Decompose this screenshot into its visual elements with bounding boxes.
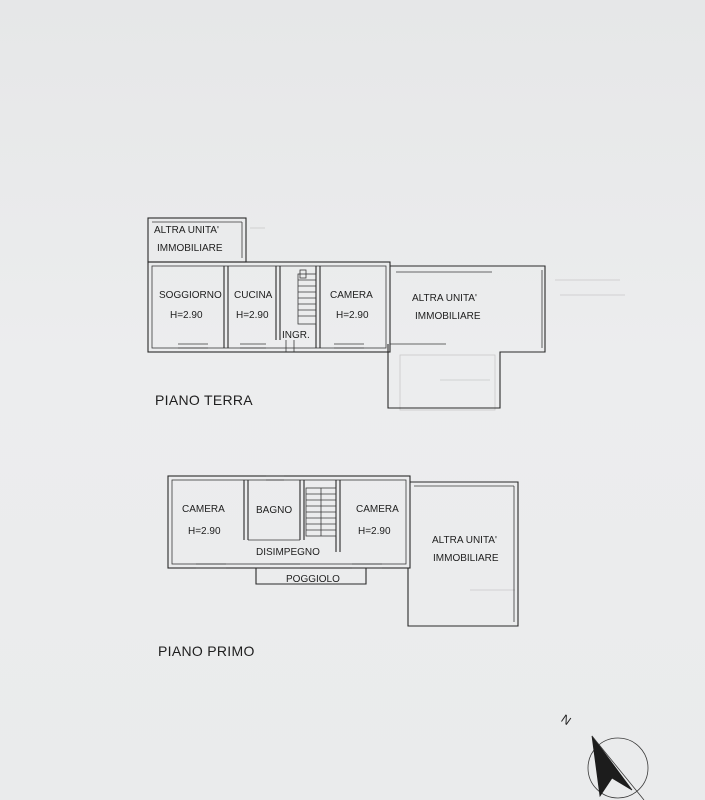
camera-height: H=2.90 [336,310,369,321]
ground-floor-staircase [297,269,317,325]
first-floor-building [167,475,411,585]
altra-unita-3-label-1: ALTRA UNITA' [432,535,497,546]
cucina-height: H=2.90 [236,310,269,321]
north-arrow-icon [591,735,633,798]
soggiorno-height: H=2.90 [170,310,203,321]
altra-unita-1-label-1: ALTRA UNITA' [154,225,219,236]
ground-floor-building [147,261,391,353]
altra-unita-3-label-2: IMMOBILIARE [433,553,499,564]
poggiolo-label: POGGIOLO [286,574,340,585]
altra-unita-right-first [407,481,519,627]
altra-unita-2-label-1: ALTRA UNITA' [412,293,477,304]
first-floor-staircase [305,487,337,537]
camera-1-height: H=2.90 [188,526,221,537]
north-label: N [558,712,573,728]
soggiorno-label: SOGGIORNO [159,290,222,301]
altra-unita-1-label-2: IMMOBILIARE [157,243,223,254]
piano-terra-plan: ALTRA UNITA' IMMOBILIARE SOGGIORNO H=2.9… [147,217,546,409]
cucina-label: CUCINA [234,290,273,301]
ghost-lines [250,227,625,591]
altra-unita-2-label-2: IMMOBILIARE [415,311,481,322]
piano-terra-title: PIANO TERRA [155,392,253,408]
camera-2-height: H=2.90 [358,526,391,537]
altra-unita-right-ground [387,265,546,409]
disimpegno-label: DISIMPEGNO [256,547,320,558]
north-arrow: N [558,712,649,800]
camera-2-label: CAMERA [356,504,399,515]
piano-primo-title: PIANO PRIMO [158,643,255,659]
ingresso-label: INGR. [282,330,310,341]
bagno-label: BAGNO [256,505,292,516]
piano-primo-plan: CAMERA H=2.90 BAGNO CAMERA H=2.90 DISIMP… [158,475,519,659]
camera-label: CAMERA [330,290,373,301]
camera-1-label: CAMERA [182,504,225,515]
